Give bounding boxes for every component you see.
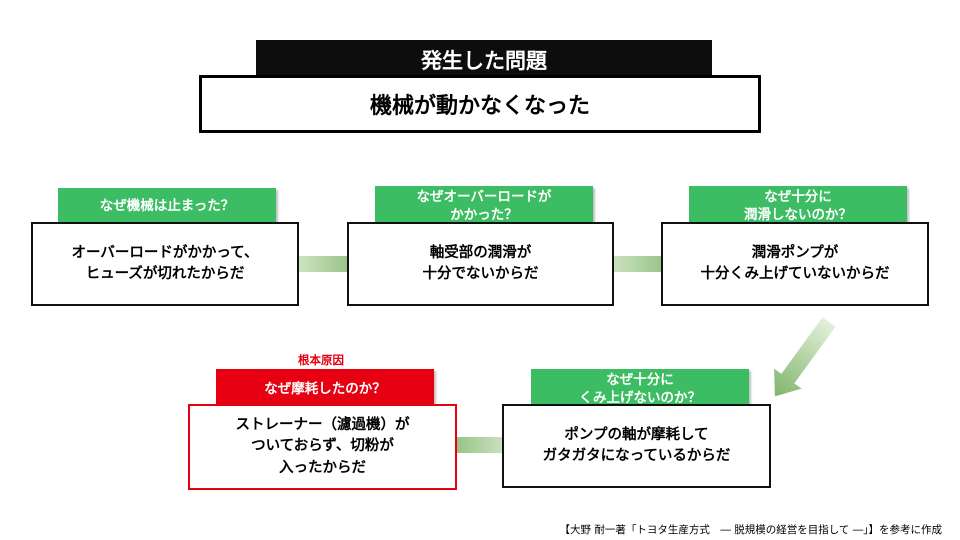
answer-box-3: 潤滑ポンプが 十分くみ上げていないからだ xyxy=(661,222,929,306)
arrow-left xyxy=(433,428,527,462)
answer-box-1: オーバーロードがかかって、 ヒューズが切れたからだ xyxy=(31,222,299,306)
source-citation: 【大野 耐一著「トヨタ生産方式 ― 脱規模の経営を目指して ―」】を参考に作成 xyxy=(559,524,942,536)
root-cause-label: 根本原因 xyxy=(298,353,344,367)
why-question-3: なぜ十分に 潤滑しないのか？ xyxy=(689,186,907,228)
arrow-right-2 xyxy=(589,247,689,281)
answer-box-root-cause: ストレーナー（濾過機）が ついておらず、切粉が 入ったからだ xyxy=(188,404,457,490)
why-question-2: なぜオーバーロードが かかった？ xyxy=(375,186,593,228)
answer-box-4: ポンプの軸が摩耗して ガタガタになっているからだ xyxy=(502,404,771,488)
problem-statement: 機械が動かなくなった xyxy=(199,75,761,133)
answer-box-2: 軸受部の潤滑が 十分でないからだ xyxy=(347,222,614,306)
why-question-1: なぜ機械は止まった？ xyxy=(58,188,276,226)
arrow-right-1 xyxy=(276,247,374,281)
problem-header-label: 発生した問題 xyxy=(256,40,712,80)
arrow-diagonal-down xyxy=(774,317,836,397)
